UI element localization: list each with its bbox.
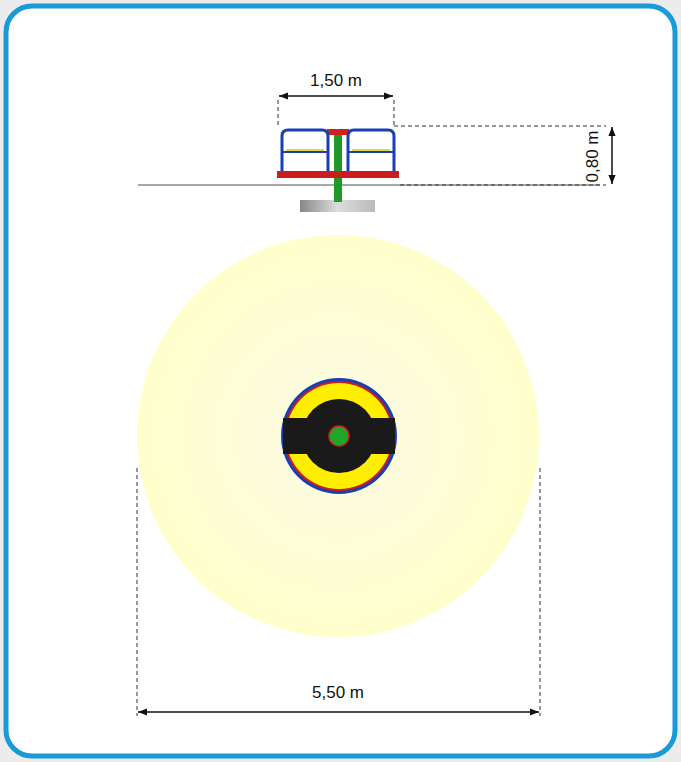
platform-edge: [281, 378, 397, 494]
platform-rim: [284, 381, 394, 491]
platform: [277, 171, 399, 178]
ground-line: [138, 184, 600, 186]
extension-lines: [137, 468, 540, 716]
seat-bars: [286, 149, 390, 151]
pole: [334, 132, 342, 202]
seat-band: [283, 418, 395, 454]
frame: [6, 6, 675, 756]
dimension-label: 0,80 m: [584, 130, 601, 182]
cap: [327, 129, 349, 135]
dimension-label: 5,50 m: [312, 684, 364, 701]
pole-top: [329, 426, 349, 446]
safety-area: [137, 235, 539, 637]
seat-frames: [282, 130, 394, 172]
dimension-arrow: [611, 127, 613, 184]
dimension-arrow: [138, 711, 539, 713]
extension-lines: [278, 100, 606, 185]
dimension-label: 1,50 m: [310, 72, 362, 89]
dimension-arrow: [279, 95, 393, 97]
